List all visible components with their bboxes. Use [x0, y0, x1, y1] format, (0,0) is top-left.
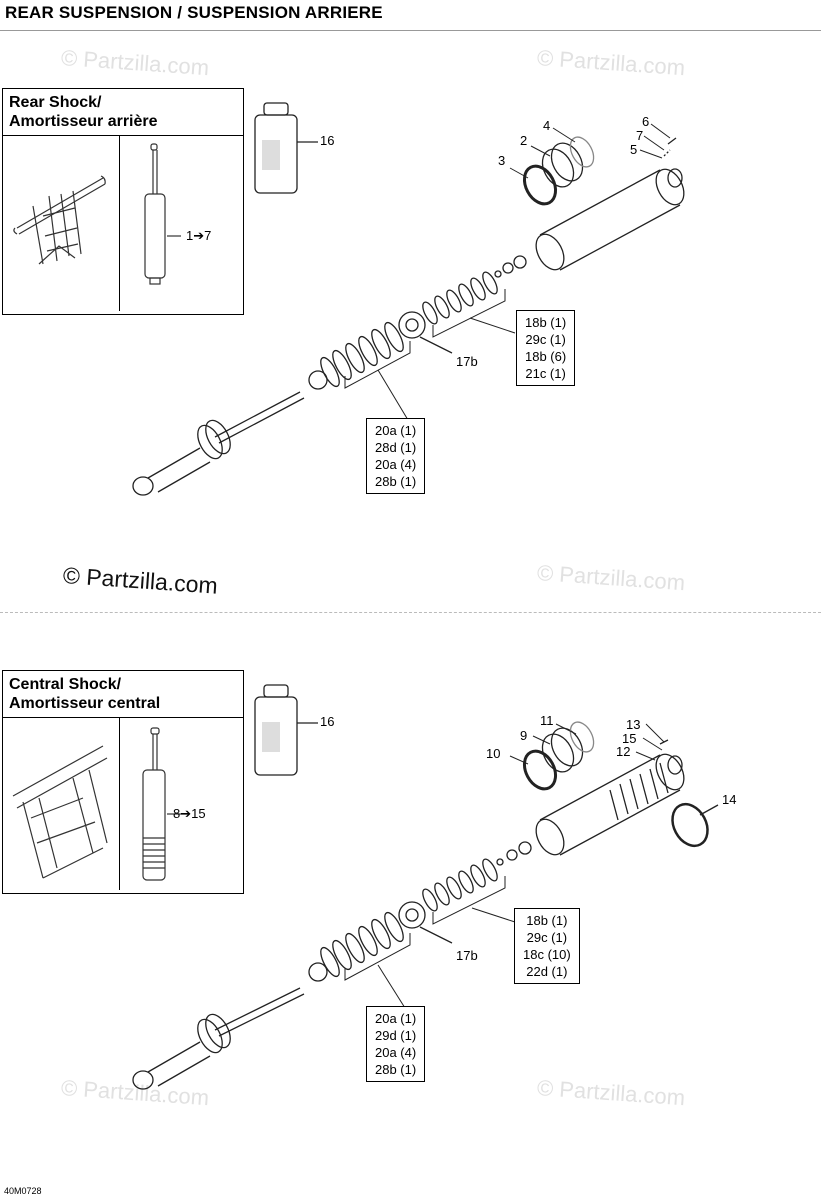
parts-list-box: 18b (1) 29c (1) 18c (10) 22d (1): [514, 908, 580, 984]
part-number: 13: [626, 717, 641, 732]
part-number: 3: [498, 153, 506, 168]
parts-list-item: 22d (1): [526, 964, 568, 979]
part-number: 7: [636, 128, 644, 143]
part-number: 11: [540, 713, 554, 728]
part-number: 4: [543, 118, 551, 133]
parts-list-item: 18c (10): [523, 947, 571, 962]
callout-title: Rear Shock/ Amortisseur arrière: [3, 89, 243, 136]
parts-list-item: 18b (1): [526, 913, 568, 928]
part-number: 16: [320, 714, 335, 729]
spring-stack-upper: [422, 271, 498, 325]
parts-list-box: 20a (1) 28d (1) 20a (4) 28b (1): [366, 418, 426, 494]
rear-shock-exploded-diagram: [132, 102, 685, 496]
title-rule: [0, 30, 821, 31]
central-shock-thumbnail: [12, 727, 181, 881]
parts-list-item: 28b (1): [375, 1062, 417, 1077]
parts-list-item: 20a (1): [375, 423, 417, 438]
part-number: 9: [520, 728, 528, 743]
parts-list-item: 21c (1): [525, 366, 566, 381]
spring-stack-lower: [320, 321, 404, 388]
drawing-code: 40M0728: [4, 1186, 42, 1196]
callout-title-line1: Rear Shock/: [9, 94, 102, 111]
part-number: 14: [722, 792, 737, 807]
central-shock-callout: Central Shock/ Amortisseur central 8➔15: [2, 670, 244, 894]
part-number: 16: [320, 133, 335, 148]
page-title: REAR SUSPENSION / SUSPENSION ARRIERE: [5, 3, 383, 22]
part-number: 15: [622, 731, 637, 746]
callout-title-line2: Amortisseur arrière: [9, 113, 158, 130]
shaft: [214, 391, 305, 444]
parts-list-item: 20a (1): [375, 1011, 417, 1026]
part-number: 2: [520, 133, 528, 148]
parts-list-item: 20a (4): [375, 1045, 417, 1060]
callout-title-line2: Amortisseur central: [9, 695, 161, 712]
part-number: 10: [486, 746, 501, 761]
callout-title-line1: Central Shock/: [9, 676, 122, 693]
parts-list-item: 28b (1): [375, 474, 417, 489]
part-number: 5: [630, 142, 638, 157]
part-number: 17b: [456, 948, 478, 963]
parts-list-box: 20a (1) 29d (1) 20a (4) 28b (1): [366, 1006, 426, 1082]
rear-shock-thumbnail: [13, 143, 181, 285]
parts-list-item: 18b (6): [525, 349, 567, 364]
parts-list-box: 18b (1) 29c (1) 18b (6) 21c (1): [516, 310, 576, 386]
parts-list-item: 29c (1): [525, 332, 566, 347]
reservoir-body: [539, 169, 681, 271]
parts-list-item: 20a (4): [375, 457, 417, 472]
parts-list-item: 29c (1): [526, 930, 568, 945]
part-number: 12: [616, 744, 631, 759]
callout-ref: 8➔15: [173, 806, 206, 821]
parts-list-item: 28d (1): [375, 440, 417, 455]
section-divider: [0, 612, 821, 613]
callout-ref: 1➔7: [186, 228, 212, 243]
rear-shock-callout: Rear Shock/ Amortisseur arrière 1➔7: [2, 88, 244, 315]
part-number: 17b: [456, 354, 478, 369]
part-number: 6: [642, 114, 650, 129]
parts-list-item: 18b (1): [525, 315, 567, 330]
callout-title: Central Shock/ Amortisseur central: [3, 671, 243, 718]
parts-list-item: 29d (1): [375, 1028, 417, 1043]
